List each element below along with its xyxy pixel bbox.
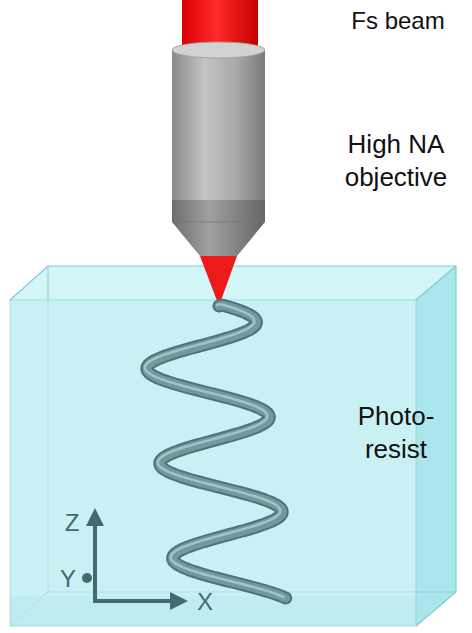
helix-outline (147, 305, 286, 598)
helix-structure (145, 304, 286, 598)
axis-label: X (197, 587, 213, 617)
helix-highlight (145, 304, 284, 597)
fs-beam (182, 0, 258, 48)
axis-label: Z (65, 508, 80, 538)
axes (82, 508, 188, 610)
objective-label: High NA objective (345, 128, 448, 193)
photoresist-label: Photo- resist (358, 400, 435, 465)
helix-tube (147, 305, 286, 598)
axis-label: Y (60, 564, 76, 594)
focused-beam (200, 256, 237, 306)
beam-label: Fs beam (351, 6, 444, 36)
objective (172, 42, 265, 306)
photoresist-block (10, 266, 456, 626)
